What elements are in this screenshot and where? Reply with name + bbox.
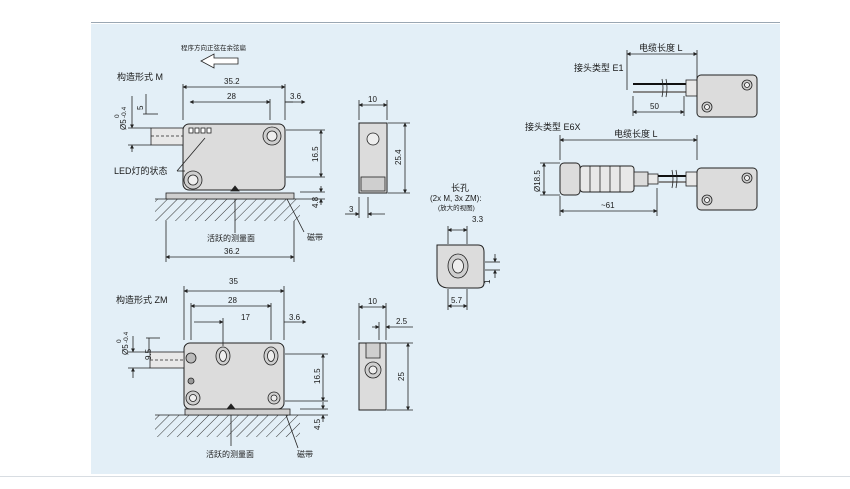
dim-4-8: 4.8 [311, 196, 320, 208]
slot-dim-3-3: 3.3 [472, 215, 484, 224]
slot-dim-1: 1 [483, 279, 492, 284]
connector-e6x [540, 135, 758, 216]
slot-title: 长孔 [451, 182, 469, 193]
dim-35-2: 35.2 [224, 77, 240, 86]
cable-e6x [685, 171, 699, 187]
zm-tape-label: 磁带 [297, 449, 313, 459]
connector-e1 [626, 50, 758, 118]
dim-3-6: 3.6 [290, 92, 302, 101]
side-dim-25-4: 25.4 [394, 149, 403, 165]
ground-hatch [155, 199, 300, 221]
arrow-label: 程序方向正弦在余弦扁 [181, 43, 246, 52]
bottom-view-zm [128, 286, 328, 449]
magnetic-tape [165, 192, 295, 200]
zm-dim-d5: Ø5 [121, 344, 130, 355]
direction-arrow-icon [200, 53, 239, 69]
zm-side-dim-10: 10 [368, 297, 377, 306]
dim-5: 5 [136, 105, 145, 110]
e1-type-label: 接头类型 E1 [574, 62, 624, 73]
dim-d5-tol-dn: -0.4 [121, 106, 128, 118]
led-icon [187, 377, 195, 385]
zm-dim-16-5: 16.5 [313, 368, 322, 384]
slot-dim-5-7: 5.7 [451, 296, 463, 305]
cable-e1 [685, 79, 699, 97]
dim-d5: Ø5 [119, 119, 128, 130]
dim-28: 28 [227, 92, 236, 101]
slot-note: (放大的视图) [438, 203, 475, 212]
dim-36-2: 36.2 [224, 247, 240, 256]
slot-subtitle: (2x M, 3x ZM): [430, 194, 482, 203]
e1-cable-label: 电缆长度 L [639, 42, 683, 53]
e1-dim-50: 50 [650, 102, 659, 111]
led-icon [188, 127, 194, 134]
dim-16-5: 16.5 [311, 146, 320, 162]
top-view-m [128, 53, 325, 262]
form-label-zm: 构造形式 ZM [116, 294, 168, 305]
side-dim-10: 10 [368, 95, 377, 104]
zm-dim-35: 35 [229, 277, 238, 286]
led-label: LED灯的状态 [114, 165, 168, 176]
active-surface-label: 活跃的测量面 [207, 233, 255, 243]
slot-detail [436, 226, 500, 310]
zm-dim-4-5: 4.5 [313, 418, 322, 430]
connector-nut-icon [185, 352, 197, 364]
tape-label: 磁带 [307, 232, 323, 242]
e6x-type-label: 接头类型 E6X [525, 121, 581, 132]
side-dim-3: 3 [349, 205, 354, 214]
zm-side-dim-2-5: 2.5 [396, 317, 408, 326]
zm-active-surface-label: 活跃的测量面 [206, 449, 254, 459]
e6x-dim-d18-5: Ø18.5 [533, 170, 542, 192]
zm-dim-d5-tol-dn: -0.4 [123, 331, 130, 343]
e6x-cable-label: 电缆长度 L [614, 128, 658, 139]
zm-dim-3-6: 3.6 [289, 313, 301, 322]
top-border [91, 22, 780, 23]
zm-dim-d5-tol-up: 0 [116, 339, 123, 343]
dim-d5-tol-up: 0 [114, 114, 121, 118]
ground-hatch-zm [155, 415, 300, 437]
zm-side-dim-25: 25 [397, 372, 406, 381]
form-label-m: 构造形式 M [117, 71, 163, 82]
magnetic-tape-zm [184, 408, 291, 416]
bottom-side-view [358, 303, 413, 411]
cable-stub [150, 127, 184, 146]
zm-dim-9-5: 9.5 [144, 348, 153, 360]
connector-plug [559, 162, 581, 196]
connector-sleeve [579, 165, 635, 193]
top-side-view [345, 100, 410, 218]
e6x-dim-61: ~61 [601, 201, 615, 210]
bottom-border [0, 476, 850, 477]
zm-dim-28: 28 [228, 296, 237, 305]
zm-dim-17: 17 [241, 313, 250, 322]
